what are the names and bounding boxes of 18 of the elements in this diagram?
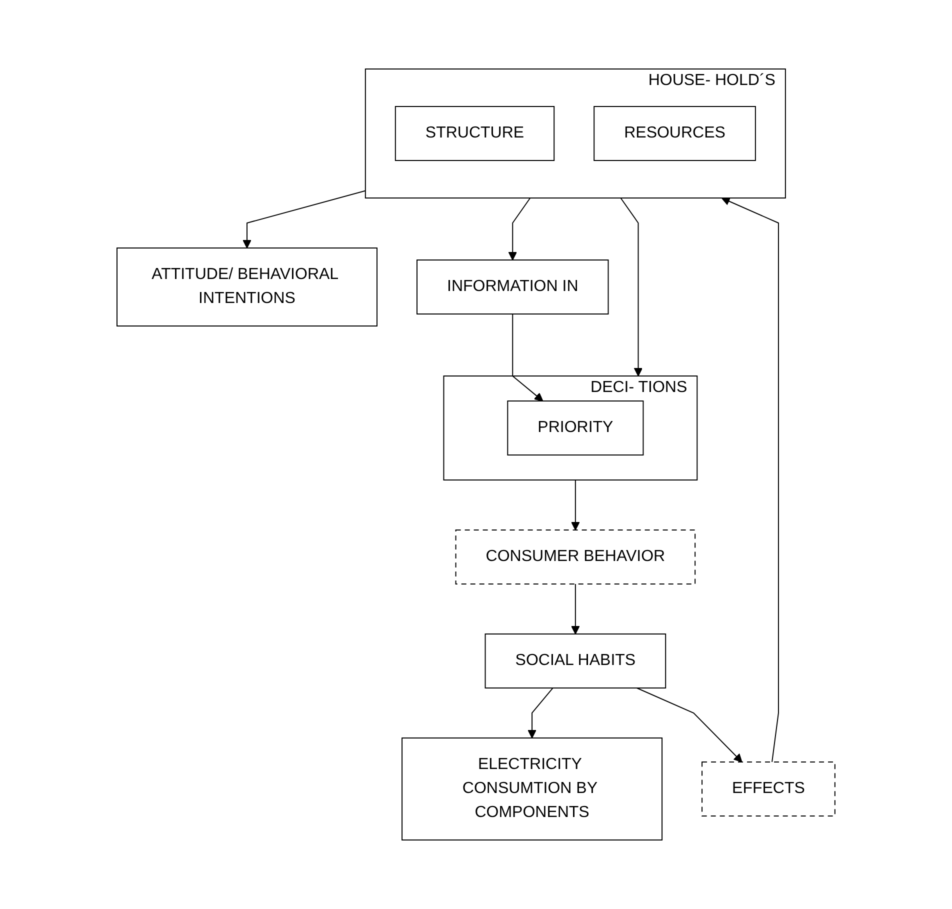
node-box: EFFECTS (702, 761, 836, 816)
node-box: INFORMATION IN (416, 260, 609, 314)
arrow (571, 480, 580, 530)
arrow (242, 190, 366, 248)
node-box: STRUCTURE (394, 106, 555, 161)
node-box: CONSUMER BEHAVIOR (455, 530, 696, 584)
node-box: RESOURCES (594, 106, 756, 161)
node-box: SOCIAL HABITS (484, 634, 666, 688)
arrow (528, 688, 554, 738)
node-box: PRIORITY (507, 400, 644, 456)
arrow (721, 197, 779, 762)
arrow (571, 584, 580, 634)
arrow (620, 198, 643, 376)
node-box: ELECTRICITY CONSUMTION BY COMPONENTS (402, 737, 663, 840)
arrow (508, 198, 531, 260)
arrow (512, 314, 544, 402)
arrow (636, 688, 742, 762)
node-box: ATTITUDE/ BEHAVIORAL INTENTIONS (116, 248, 378, 326)
